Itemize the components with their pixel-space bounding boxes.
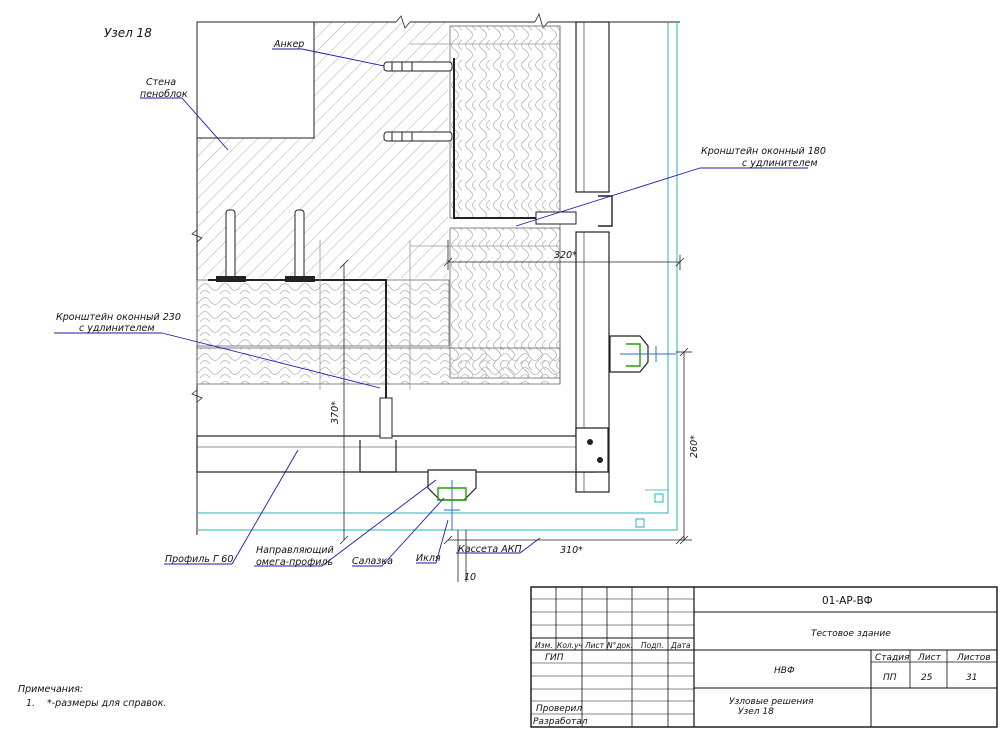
bracket180-label-line1: Кронштейн оконный 180 bbox=[701, 146, 826, 157]
col-header-data: Дата bbox=[670, 641, 691, 650]
checked-label: Проверил bbox=[536, 704, 582, 714]
notes-title: Примечания: bbox=[18, 684, 83, 695]
anchors-top bbox=[383, 43, 560, 247]
dim-310: 310* bbox=[560, 545, 583, 556]
stage-label: Стадия bbox=[875, 653, 910, 663]
bracket-230 bbox=[208, 209, 411, 473]
notes-item-number: 1. bbox=[26, 698, 35, 709]
insulation bbox=[196, 25, 561, 385]
dim-260: 260* bbox=[689, 435, 700, 458]
drawing-code: 01-АР-ВФ bbox=[822, 595, 873, 607]
anchor-label: Анкер bbox=[273, 39, 304, 50]
salazka-label: Салазка bbox=[352, 556, 393, 567]
wall-label-line2: пеноблок bbox=[140, 89, 188, 100]
omega-label-line1: Направляющий bbox=[256, 545, 334, 556]
dim-370: 370* bbox=[330, 401, 341, 424]
omega-profile-bottom bbox=[427, 469, 477, 530]
profile-g60-label: Профиль Г 60 bbox=[165, 554, 233, 565]
col-header-kol: Кол.уч bbox=[557, 641, 584, 650]
org-name: НВФ bbox=[774, 666, 795, 676]
bracket180-label-line2: с удлинителем bbox=[742, 158, 818, 169]
dim-10: 10 bbox=[464, 572, 476, 583]
title-block bbox=[530, 586, 998, 728]
dimension-lines bbox=[339, 240, 692, 582]
col-header-podp: Подп. bbox=[641, 641, 664, 650]
vertical-profile bbox=[575, 21, 610, 493]
col-header-list: Лист bbox=[584, 641, 605, 650]
cassette-panel bbox=[197, 22, 678, 531]
notes-item-text: *-размеры для справок. bbox=[47, 698, 166, 709]
col-header-izm: Изм. bbox=[535, 641, 553, 650]
sheet-title-line1: Узловые решения bbox=[729, 697, 814, 707]
stage-value: ПП bbox=[883, 673, 897, 683]
bracket230-label-line1: Кронштейн оконный 230 bbox=[56, 312, 181, 323]
wall-structure bbox=[191, 12, 680, 535]
wall-label-line1: Стена bbox=[146, 77, 176, 88]
leader-lines bbox=[54, 48, 808, 567]
sheet-value: 25 bbox=[921, 673, 933, 683]
sheets-label: Листов bbox=[956, 653, 991, 663]
omega-label-line2: омега-профиль bbox=[256, 557, 333, 568]
bracket230-label-line2: с удлинителем bbox=[79, 323, 155, 334]
sheet-title-line2: Узел 18 bbox=[738, 707, 774, 717]
profile-g60 bbox=[196, 427, 609, 473]
gip-label: ГИП bbox=[545, 653, 564, 663]
dim-320: 320* bbox=[554, 250, 577, 261]
col-header-doc: N°док. bbox=[607, 641, 633, 650]
sheet-label: Лист bbox=[917, 653, 942, 663]
node-title: Узел 18 bbox=[104, 26, 152, 40]
building-name: Тестовое здание bbox=[811, 629, 891, 639]
cassette-label: Кассета АКП bbox=[458, 544, 522, 555]
iklya-label: Икля bbox=[416, 553, 441, 564]
omega-profile-side bbox=[609, 335, 676, 373]
developed-label: Разработал bbox=[533, 717, 588, 727]
sheets-value: 31 bbox=[966, 673, 977, 683]
bracket-180 bbox=[453, 58, 613, 227]
